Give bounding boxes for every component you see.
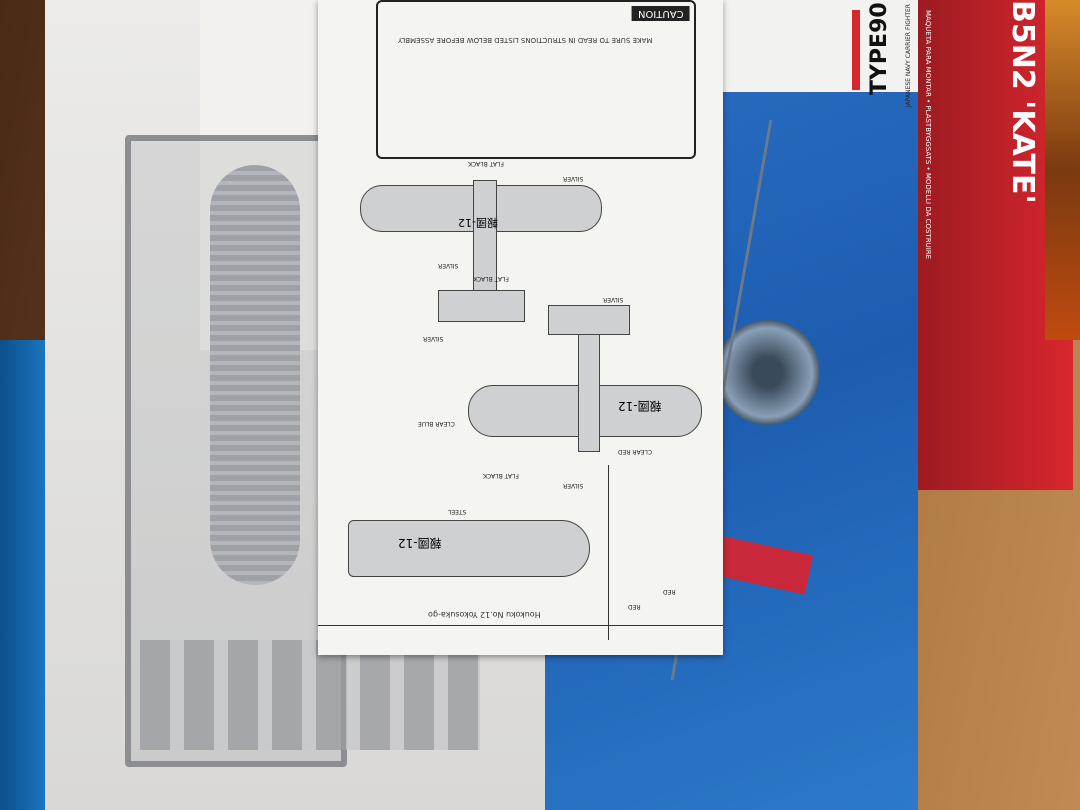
biplane-engine-art [715, 320, 820, 425]
marking-caption: Houkoku No.12 Yokosuka-go [428, 610, 541, 619]
color-label: RED [628, 603, 641, 610]
box-title-panel: JAPANESE NAVY CARRIER FIGHTER [723, 0, 918, 107]
color-label: RED [663, 588, 676, 595]
side-view-fuselage [348, 520, 590, 577]
color-label: FLAT BLACK [483, 472, 519, 479]
divider [608, 465, 609, 640]
color-label: SILVER [423, 335, 444, 342]
bottom-view-tailplane [548, 305, 630, 335]
color-label: CLEAR RED [618, 448, 653, 455]
box-art-fire [1045, 0, 1080, 340]
divider [318, 625, 723, 626]
sprue-parts-bag [140, 640, 480, 750]
caution-label: CAUTION [632, 6, 690, 21]
wing-marking: 報國-12 [458, 216, 498, 229]
color-label: FLAT BLACK [473, 275, 509, 282]
top-view-tailplane [438, 290, 525, 322]
color-label: SILVER [438, 262, 459, 269]
upper-wing-part [210, 165, 300, 585]
bottom-wing-marking: 報國-12 [618, 399, 662, 413]
kate-box-subtitle: MAQUETA PARA MONTAR • PLASTBYGGSATS • MO… [924, 10, 932, 260]
kate-box-title: B5N2 'KATE' [1005, 0, 1040, 204]
color-label: CLEAR BLUE [418, 420, 455, 427]
caution-text: MAKE SURE TO READ IN STRUCTIONS LISTED B… [398, 36, 653, 44]
red-stripe [852, 10, 860, 90]
color-label: STEEL [448, 508, 467, 515]
blue-box-edge [0, 340, 45, 810]
instruction-sheet: CAUTION MAKE SURE TO READ IN STRUCTIONS … [318, 0, 723, 655]
caution-box: CAUTION MAKE SURE TO READ IN STRUCTIONS … [376, 0, 696, 159]
side-marking: 報國-12 [398, 536, 442, 550]
color-label: SILVER [603, 296, 624, 303]
box-title: TYPE90 [867, 2, 892, 95]
color-label: SILVER [563, 175, 584, 182]
box-subtitle: JAPANESE NAVY CARRIER FIGHTER [905, 4, 912, 108]
color-label: FLAT BLACK [468, 160, 504, 167]
color-label: SILVER [563, 482, 584, 489]
